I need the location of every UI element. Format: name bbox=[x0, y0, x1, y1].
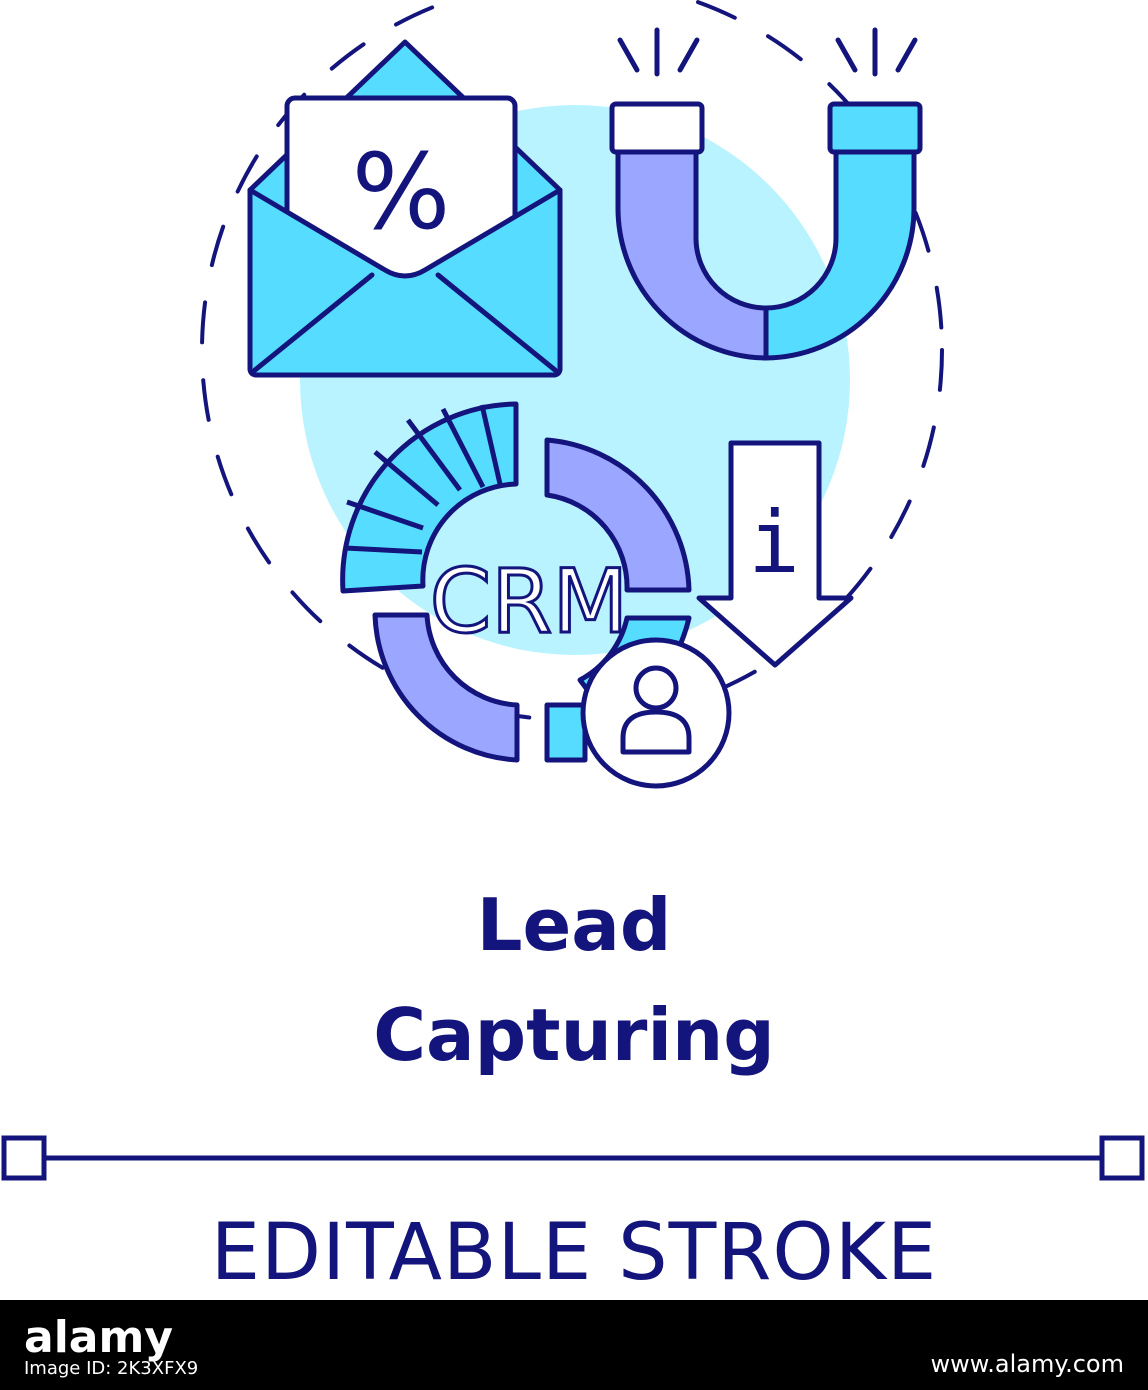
user-avatar-icon bbox=[580, 637, 732, 789]
site-url: www.alamy.com bbox=[930, 1350, 1124, 1378]
image-id-label: Image ID: 2K3XFX9 bbox=[24, 1358, 199, 1379]
magnet-icon bbox=[609, 27, 923, 361]
info-arrow-icon bbox=[696, 440, 854, 668]
stroke-handle-bar bbox=[1, 1135, 1145, 1181]
title-line-2: Capturing bbox=[373, 993, 775, 1077]
crm-ring-icon bbox=[340, 401, 692, 763]
alamy-logo: alamy bbox=[24, 1312, 173, 1363]
watermark-footer: alamy Image ID: 2K3XFX9 www.alamy.com bbox=[0, 1300, 1148, 1390]
title-line-1: Lead bbox=[476, 883, 672, 967]
info-symbol: i bbox=[748, 493, 800, 593]
lead-capturing-illustration: % CRM i bbox=[200, 0, 944, 789]
left-handle-square bbox=[1, 1135, 47, 1181]
editable-stroke-caption: EDITABLE STROKE bbox=[210, 1208, 938, 1298]
crm-label: CRM bbox=[430, 550, 629, 653]
envelope-icon bbox=[247, 39, 563, 378]
right-handle-square bbox=[1099, 1135, 1145, 1181]
percent-symbol: % bbox=[352, 131, 451, 253]
